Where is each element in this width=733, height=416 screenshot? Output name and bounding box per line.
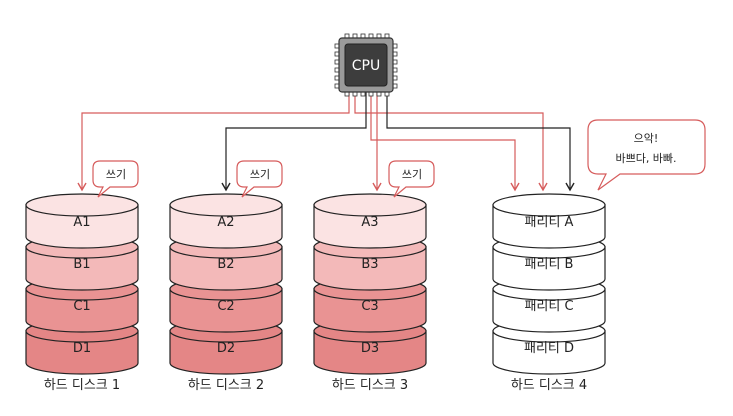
cpu-label: CPU [352,58,380,74]
disk-1-cell-label: C1 [73,299,90,314]
shout-line2: 바쁘다, 바빠. [615,152,676,165]
disk-3-cell-body [313,246,427,291]
disk-4-cell-body [492,204,606,249]
write-label-disk1: 쓰기 [106,168,126,181]
disk-2-title: 하드 디스크 2 [188,378,264,393]
disk-4-cell-top [492,193,606,217]
cpu-chip: CPU [334,33,398,97]
write-label-disk2: 쓰기 [250,168,270,181]
connection-lines [77,92,575,192]
line-cpu-to-disk2 [221,92,367,192]
disk-1-cell-label: A1 [73,215,90,230]
disk-2-cell-label: A2 [217,215,234,230]
cpu-core [344,43,388,87]
disk-4-cell-body [492,330,606,375]
disk-3-cell-label: B3 [361,257,378,272]
disk-3-cell-body [313,288,427,333]
disk-3-cell-label: A3 [361,215,378,230]
disk-2-cell-label: C2 [217,299,234,314]
disk-1-cell-label: B1 [73,257,90,272]
line-cpu-to-disk4-black [386,92,575,192]
disk-3-cell-label: C3 [361,299,378,314]
disk-2-cell-body [169,204,283,249]
disk-4-cell-body [492,288,606,333]
cpu-pins [334,33,398,97]
disk-1-cell-top [25,193,139,217]
disk-2-cell-body [169,330,283,375]
disk-4-cell-label: 패리티 C [524,299,573,314]
write-bubble-disk2: 쓰기 [236,160,283,198]
disk-4: 패리티 A 패리티 B 패리티 C 패리티 D 하드 디스크 4 [492,193,606,393]
disk-4-cell-label: 패리티 B [525,257,574,272]
write-bubble-disk3: 쓰기 [388,160,435,198]
disk-2-cell-body [169,246,283,291]
disk-2-cell-label: B2 [217,257,234,272]
disk-4-cell-label: 패리티 D [524,341,574,356]
shout-line1: 으악! [634,132,659,145]
disk-3-cell-top [313,193,427,217]
disk-1-cell-body [25,288,139,333]
disk-3-cell-label: D3 [361,341,379,356]
disk-1-cell-body [25,246,139,291]
disk-2-cell-body [169,288,283,333]
line-cpu-to-disk4-red-a [370,92,520,192]
disk-3-cell-body [313,204,427,249]
disk-4-title: 하드 디스크 4 [511,378,587,393]
disk-2-cell-top [169,193,283,217]
disk-1-cell-label: D1 [73,341,91,356]
write-bubble-disk2-shape [236,160,283,198]
disk-1-title: 하드 디스크 1 [44,378,120,393]
line-cpu-to-disk1 [77,92,350,192]
write-bubble-disk1-shape [92,160,139,198]
disk-1-cell-body [25,204,139,249]
write-label-disk3: 쓰기 [402,168,422,181]
write-bubble-disk3-shape [388,160,435,198]
disk-4-cell-body [492,246,606,291]
disk-2-cell-label: D2 [217,341,235,356]
disk-4-cell-label: 패리티 A [525,215,574,230]
disk-1-cell-body [25,330,139,375]
write-bubble-disk1: 쓰기 [92,160,139,198]
disk-3-title: 하드 디스크 3 [332,378,408,393]
shout-bubble: 으악! 바쁘다, 바빠. [587,119,706,191]
line-cpu-to-disk4-red-b [354,92,548,192]
shout-bubble-shape [587,119,706,191]
disk-3-cell-body [313,330,427,375]
